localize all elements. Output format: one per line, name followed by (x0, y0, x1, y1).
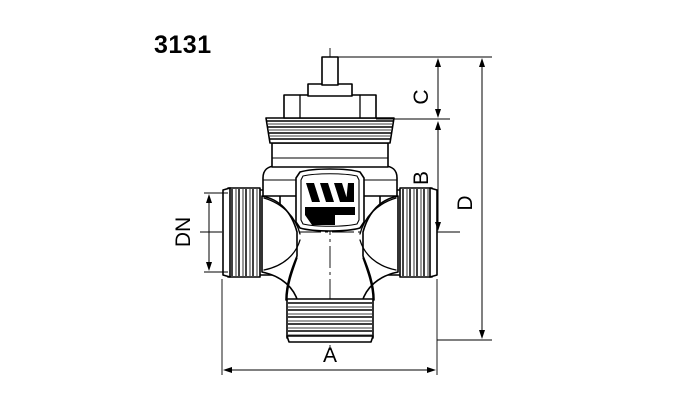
body-right-inner-arc (359, 197, 397, 235)
dimension-dn: DN (172, 192, 228, 273)
body-left-lower-arc (263, 239, 301, 271)
body-bottom-left-taper (286, 257, 298, 301)
bottom-port-threads (288, 302, 372, 336)
dimension-label-dn: DN (172, 217, 195, 247)
actuator-stem (321, 56, 339, 86)
dimension-c: C (338, 56, 492, 120)
manufacturer-logo-icon (305, 183, 355, 225)
b-arrow-top (435, 121, 441, 130)
right-port-threads (402, 189, 429, 276)
a-arrow-right (427, 367, 436, 373)
dimension-a: A (221, 279, 438, 375)
bonnet-hex-nut (283, 83, 377, 119)
dimension-label-b: B (410, 171, 433, 185)
left-port-end-face (222, 187, 231, 278)
body-right-lower-arc (359, 239, 397, 271)
dimension-b: B (410, 121, 460, 233)
bottom-port-end-face (286, 335, 374, 343)
left-port-threads (231, 189, 258, 276)
c-arrow-bottom (435, 109, 441, 118)
hex-nut-body (283, 94, 377, 119)
body-left-inner-arc (263, 197, 301, 235)
dn-arrow-bottom (206, 262, 212, 271)
body-logo-plate (295, 168, 365, 232)
right-port-thread-body (399, 187, 433, 278)
right-port-end-face (429, 187, 438, 278)
dimension-label-a: A (323, 344, 337, 367)
dn-arrow-top (206, 194, 212, 203)
dimension-d: D (437, 58, 492, 341)
left-port-thread-body (227, 187, 261, 278)
stem-shaft (321, 56, 339, 86)
d-arrow-bottom (479, 330, 485, 339)
bottom-port (286, 298, 374, 343)
b-arrow-bottom (435, 222, 441, 231)
body-neck (271, 142, 389, 168)
page-title: 3131 (154, 31, 212, 59)
c-arrow-top (435, 58, 441, 67)
dimension-label-d: D (454, 195, 477, 210)
a-arrow-left (223, 367, 232, 373)
bottom-port-thread-body (286, 298, 374, 339)
body-bottom-right-taper (362, 257, 374, 301)
dimension-label-c: C (410, 89, 433, 104)
threaded-collar (265, 117, 395, 144)
d-arrow-top (479, 58, 485, 67)
collar-threads (267, 120, 393, 140)
